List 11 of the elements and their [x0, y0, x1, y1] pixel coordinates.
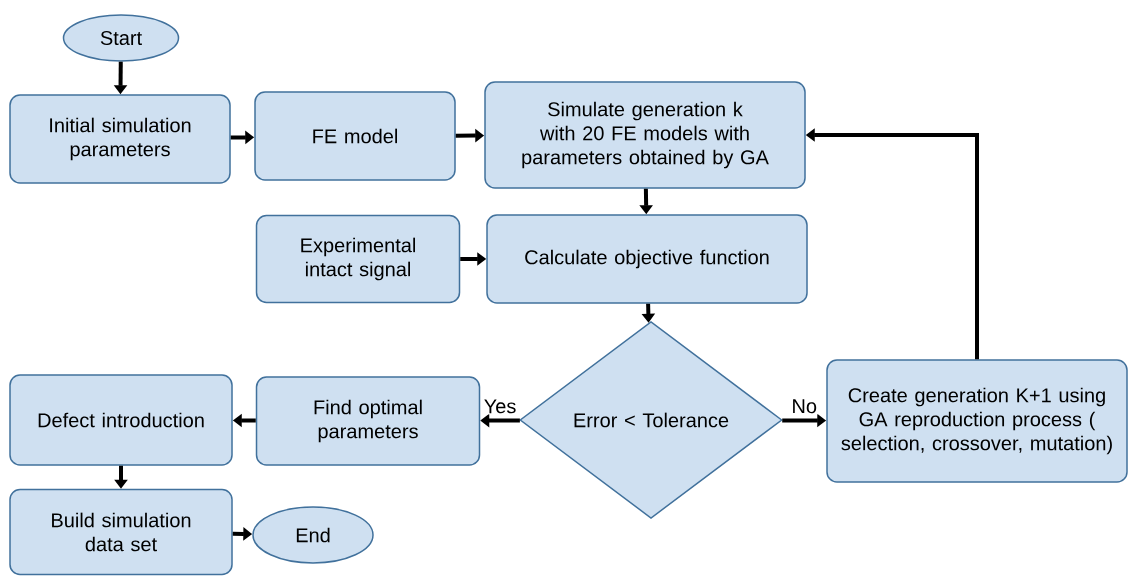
process-box: Calculate objective function — [486, 214, 808, 304]
process-box: Simulate generation k with 20 FE models with parameters obtained by GA — [484, 81, 806, 189]
process-box: Initial simulation parameters — [9, 94, 231, 184]
edge-label: Yes — [484, 399, 516, 414]
process-box: Create generation K+1 using GA reproduction process ( selection, crossover, mutation) — [826, 359, 1128, 483]
process-box: Defect introduction — [9, 374, 233, 466]
process-box: Find optimal parameters — [255, 376, 481, 466]
process-box: Experimental intact signal — [255, 214, 461, 304]
process-box: Build simulation data set — [9, 488, 233, 576]
edge-label: No — [793, 399, 817, 414]
process-box: FE model — [254, 91, 456, 181]
